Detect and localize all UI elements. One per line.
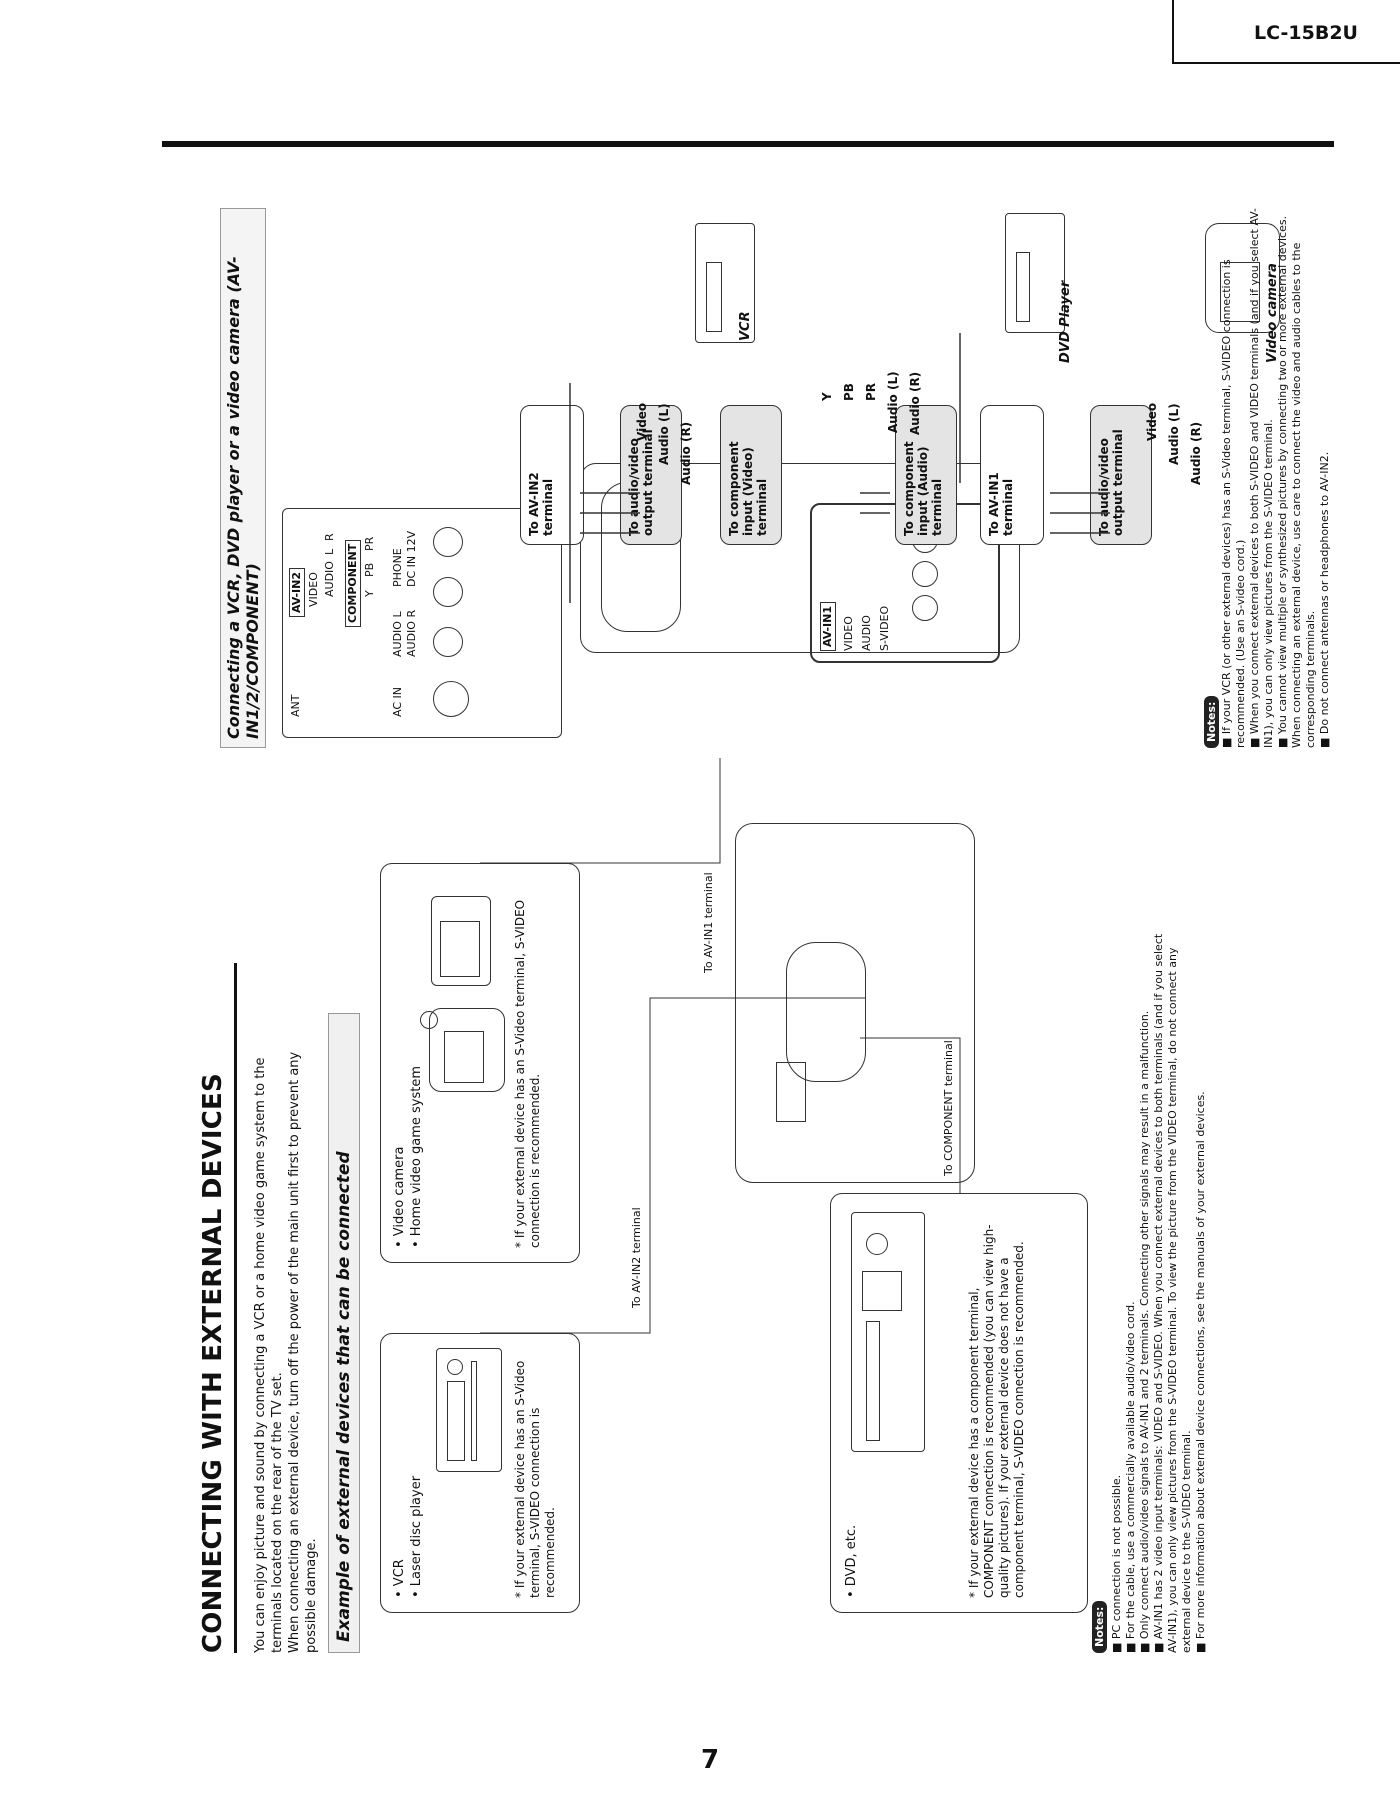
dvd-device-illustration	[1005, 213, 1065, 333]
header-rule	[162, 141, 1334, 147]
right-notes-list: If your VCR (or other external devices) …	[1220, 208, 1332, 748]
right-note-4: Do not connect antennas or headphones to…	[1318, 208, 1332, 748]
right-cable-lines	[569, 333, 1110, 603]
device-label-vcr: VCR	[738, 311, 753, 341]
model-box: LC-15B2U	[1172, 0, 1400, 64]
right-note-1: If your VCR (or other external devices) …	[1220, 208, 1248, 748]
cam-pin-video: Video	[1145, 402, 1159, 441]
right-note-2: When you connect external devices to bot…	[1248, 208, 1276, 748]
dvd-pin-pb: PB	[842, 383, 856, 401]
dvd-pin-audio-l: Audio (L)	[886, 371, 900, 433]
page-number: 7	[700, 1745, 720, 1775]
right-notes-tag: Notes:	[1204, 695, 1219, 748]
rotated-content: CONNECTING WITH EXTERNAL DEVICES You can…	[190, 195, 1331, 1663]
dvd-pin-audio-r: Audio (R)	[908, 371, 922, 435]
cam-pin-audio-l: Audio (L)	[1167, 403, 1181, 465]
right-notes: Notes:	[1200, 208, 1219, 748]
dvd-pin-pr: PR	[864, 382, 878, 401]
device-label-dvd: DVD Player	[1058, 280, 1073, 363]
vcr-pin-audio-r: Audio (R)	[679, 421, 693, 485]
left-connection-lines	[480, 758, 961, 1334]
vcr-pin-video: Video	[635, 402, 649, 441]
model-number: LC-15B2U	[1254, 22, 1358, 44]
vcr-pin-audio-l: Audio (L)	[657, 403, 671, 465]
dvd-pin-y: Y	[820, 392, 834, 401]
right-note-3: You cannot view multiple or synthesized …	[1276, 208, 1318, 748]
